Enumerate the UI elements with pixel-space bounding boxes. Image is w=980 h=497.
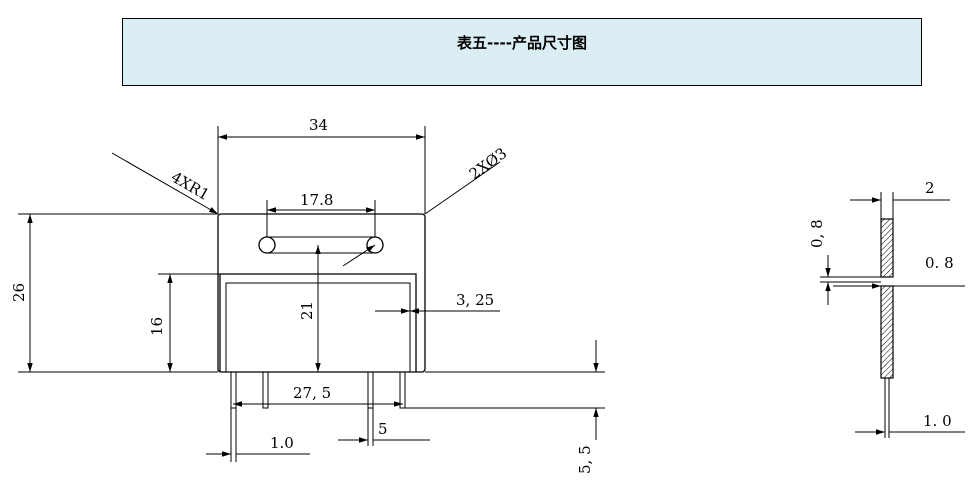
dim-26: 26 [10,283,28,302]
side-view-labels: 2 0, 8 0. 8 1. 0 [808,179,954,430]
pins [230,371,406,409]
dim-16: 16 [148,317,166,336]
front-view-labels: 34 17.8 26 16 21 4XR1 2XØ3 3, 25 27, 5 1… [10,116,594,474]
dim-5: 5 [378,420,388,438]
page-title: 表五----产品尺寸图 [122,18,922,86]
side-body-bottom [880,285,894,379]
hole-diameter-label: 2XØ3 [466,144,510,183]
side-view [820,192,965,438]
front-outline [217,213,426,373]
hole-left [258,236,276,254]
dim-5-5: 5, 5 [576,445,594,474]
dim-21: 21 [298,301,316,320]
dim-2: 2 [925,179,935,197]
dim-34: 34 [309,116,328,134]
page-title-text: 表五----产品尺寸图 [457,34,587,52]
dim-27-5: 27, 5 [293,384,331,402]
dim-0-8-step: 0. 8 [925,254,954,272]
dim-3-25: 3, 25 [456,291,494,309]
dim-1-0-side: 1. 0 [923,412,952,430]
dim-0-8-vertical: 0, 8 [808,219,826,248]
front-view [18,126,605,462]
dim-17-8: 17.8 [300,191,333,209]
dim-1-0-pin: 1.0 [270,434,294,452]
side-body-top [880,218,894,278]
